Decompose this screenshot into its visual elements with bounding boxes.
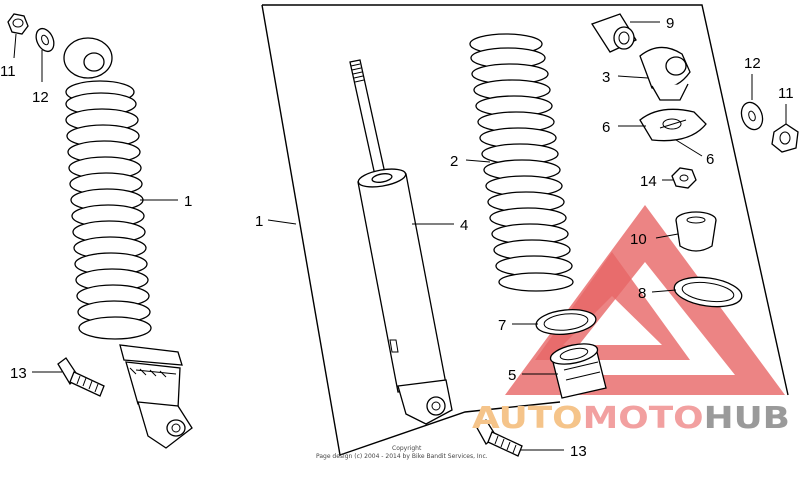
callout-panel-6b: 6 xyxy=(706,151,714,168)
callout-labels: 11 12 1 13 1 4 2 9 3 6 6 14 10 8 7 5 13 … xyxy=(0,15,794,460)
callout-panel-9: 9 xyxy=(666,15,674,32)
callout-panel-6a: 6 xyxy=(602,119,610,136)
bump-rubber-part xyxy=(675,211,717,252)
copyright-line-2: Page design (c) 2004 - 2014 by Bike Band… xyxy=(316,453,488,460)
rubber-bushing-part xyxy=(591,13,637,53)
watermark-moto: MOTO xyxy=(583,401,704,436)
callout-left-13: 13 xyxy=(10,365,27,382)
right-washer-part xyxy=(740,101,764,131)
callout-panel-10: 10 xyxy=(630,231,647,248)
stopper-rubber-part xyxy=(639,108,707,142)
left-washer-part xyxy=(35,27,55,53)
copyright-line-1: Copyright xyxy=(392,445,422,452)
callout-panel-3: 3 xyxy=(602,69,610,86)
watermark-hub: HUB xyxy=(704,401,790,436)
callout-panel-5: 5 xyxy=(508,367,516,384)
left-cap-nut-part xyxy=(7,13,29,35)
assembled-shock-absorber xyxy=(63,37,193,449)
callout-left-12: 12 xyxy=(32,89,49,106)
damper-unit-part xyxy=(349,59,453,425)
callout-panel-14: 14 xyxy=(640,173,657,190)
callout-panel-2: 2 xyxy=(450,153,458,170)
assembled-spring-coils xyxy=(65,80,152,340)
seal-ring-part xyxy=(673,276,743,308)
right-cap-nut-part xyxy=(771,123,799,153)
callout-panel-7: 7 xyxy=(498,317,506,334)
copyright-notice: Copyright Page design (c) 2004 - 2014 by… xyxy=(316,445,488,460)
center-bolt-part xyxy=(475,419,523,457)
callout-panel-1: 1 xyxy=(255,213,263,230)
callout-left-11: 11 xyxy=(0,63,16,80)
left-bolt-part xyxy=(57,357,105,397)
upper-joint-part xyxy=(639,46,691,101)
adjuster-collar-part xyxy=(549,343,607,399)
callout-panel-4: 4 xyxy=(460,217,468,234)
leader-lines xyxy=(13,21,787,451)
callout-right-12: 12 xyxy=(744,55,761,72)
callout-panel-13: 13 xyxy=(570,443,587,460)
callout-right-11: 11 xyxy=(778,85,794,102)
watermark-auto: AUTO xyxy=(472,401,583,436)
lock-nut-part xyxy=(671,167,697,189)
panel-outline xyxy=(261,4,789,456)
callout-panel-8: 8 xyxy=(638,285,646,302)
callout-left-1: 1 xyxy=(184,193,192,210)
coil-spring-part xyxy=(469,33,574,292)
lower-seat-ring-part xyxy=(535,309,597,335)
